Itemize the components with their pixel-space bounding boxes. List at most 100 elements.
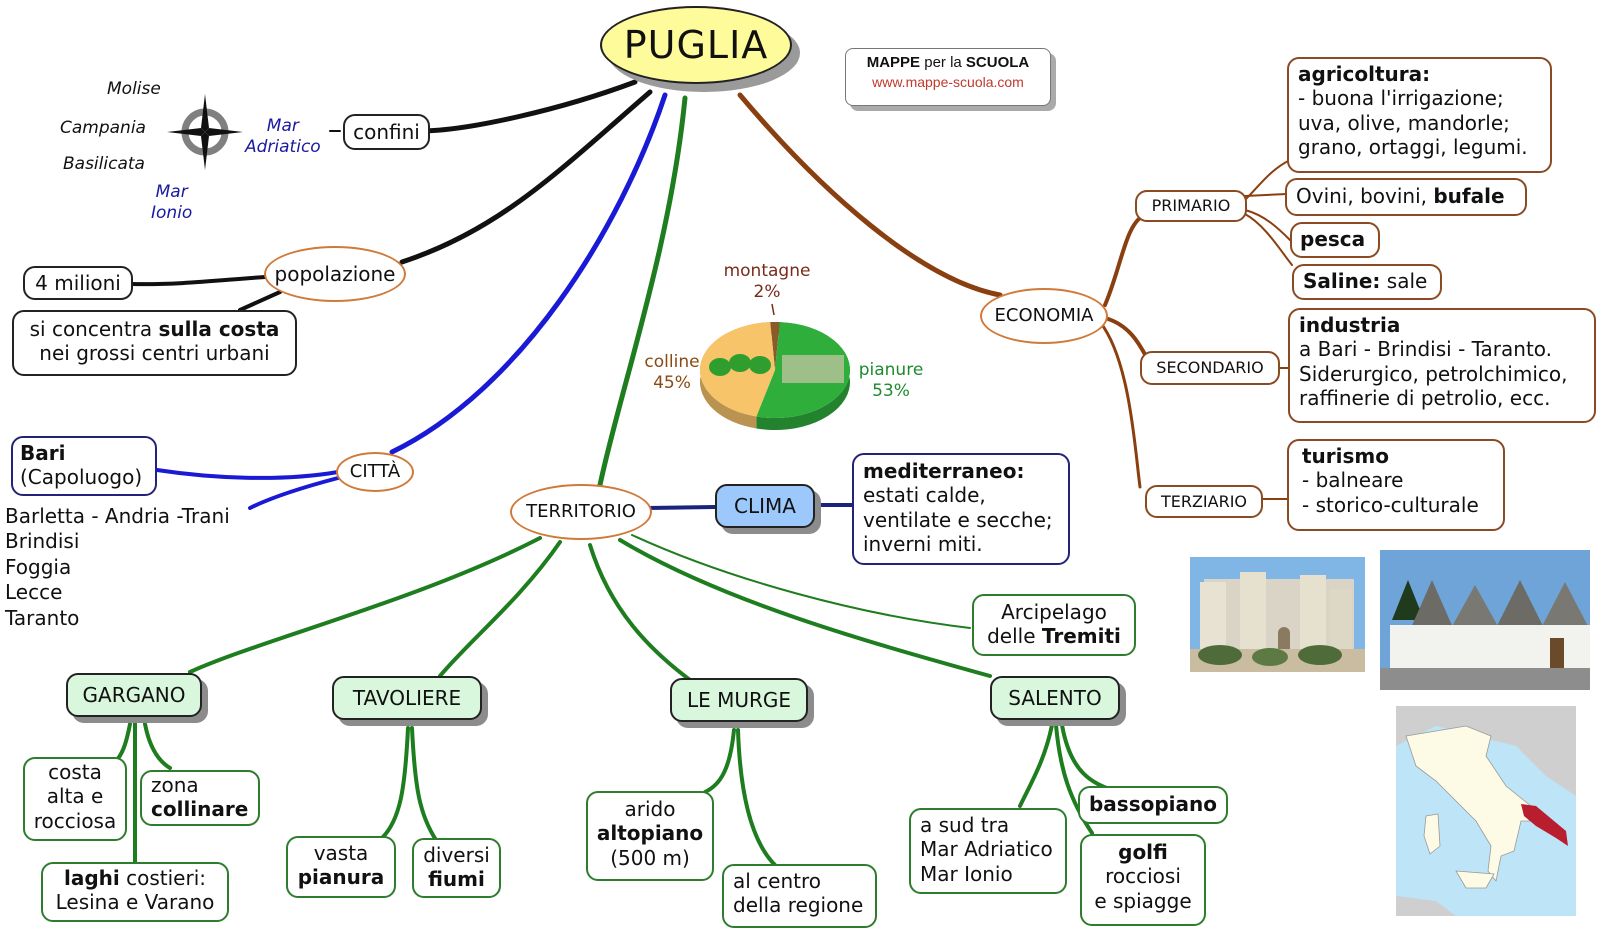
distr-bold: sulla costa: [158, 317, 280, 341]
brand-bold-1: MAPPE: [866, 54, 921, 71]
label-molise: Molise: [107, 79, 161, 99]
costa-line: costa: [48, 760, 102, 784]
golfi-line1: golfi: [1082, 840, 1204, 864]
node-salento-bassopiano[interactable]: bassopiano: [1078, 786, 1228, 824]
label-mar-ionio: Mar Ionio: [151, 182, 192, 225]
bari-note: (Capoluogo): [20, 465, 143, 490]
fiumi-bold: fiumi: [428, 867, 485, 892]
agricoltura-title: agricoltura:: [1298, 62, 1550, 86]
golfi-line3: e spiagge: [1094, 888, 1192, 913]
node-murge-arido[interactable]: arido altopiano (500 m): [586, 791, 714, 881]
node-turismo[interactable]: turismo - balneare - storico-culturale: [1287, 439, 1505, 531]
gargano-label: GARGANO: [82, 682, 186, 707]
arido-bold: altopiano: [596, 821, 704, 846]
node-primario[interactable]: PRIMARIO: [1135, 190, 1247, 222]
centro-line: della regione: [733, 893, 864, 918]
node-distribuzione[interactable]: si concentra sulla costa nei grossi cent…: [12, 310, 297, 376]
node-confini[interactable]: confini: [343, 114, 430, 150]
distr-pre: si concentra: [29, 317, 159, 341]
sud-line: a sud tra: [920, 813, 1010, 837]
tremiti-pre: delle: [987, 624, 1042, 649]
costa-line: alta e: [46, 784, 104, 809]
citta-label: CITTÀ: [349, 461, 401, 483]
tavoliere-label: TAVOLIERE: [352, 685, 462, 710]
fiumi-line2: fiumi: [414, 867, 499, 891]
costa-line: rocciosa: [33, 808, 117, 833]
distribuzione-line1: si concentra sulla costa: [14, 317, 295, 341]
node-citta[interactable]: CITTÀ: [336, 452, 414, 492]
clima-title: mediterraneo:: [863, 459, 1068, 483]
node-tavoliere[interactable]: TAVOLIERE: [332, 676, 482, 720]
node-gargano-costa[interactable]: costa alta e rocciosa: [23, 757, 127, 841]
arido-line2: altopiano: [588, 821, 712, 845]
node-clima[interactable]: CLIMA: [715, 484, 815, 528]
node-industria[interactable]: industria a Bari - Brindisi - Taranto. S…: [1288, 308, 1596, 423]
branch-popolazione: [399, 89, 653, 265]
node-salento[interactable]: SALENTO: [990, 676, 1120, 720]
tremiti-bold: Tremiti: [1041, 624, 1121, 649]
turismo-line: - storico-culturale: [1302, 492, 1479, 517]
node-clima-desc[interactable]: mediterraneo: estati calde, ventilate e …: [852, 453, 1070, 565]
node-allevamento[interactable]: Ovini, bovini, bufale: [1285, 178, 1527, 216]
node-tavoliere-vasta[interactable]: vasta pianura: [286, 836, 396, 898]
branch-economia: [737, 92, 1003, 298]
node-territorio[interactable]: TERRITORIO: [510, 484, 652, 540]
sea-east-line2: Adriatico: [245, 137, 321, 158]
brand-box[interactable]: MAPPE per la SCUOLA www.mappe-scuola.com: [845, 48, 1051, 106]
node-tremiti[interactable]: Arcipelago delle Tremiti: [972, 594, 1136, 656]
node-secondario[interactable]: SECONDARIO: [1140, 351, 1280, 385]
terziario-label: TERZIARIO: [1160, 492, 1248, 511]
node-4-milioni[interactable]: 4 milioni: [23, 266, 133, 300]
centro-line: al centro: [733, 869, 822, 893]
node-pesca[interactable]: pesca: [1290, 222, 1380, 258]
node-murge-centro[interactable]: al centro della regione: [722, 864, 877, 928]
bari-name-text: Bari: [20, 441, 66, 465]
vasta-bold: pianura: [297, 865, 385, 890]
node-salento-golfi[interactable]: golfi rocciosi e spiagge: [1080, 834, 1206, 926]
node-agricoltura[interactable]: agricoltura: - buona l'irrigazione; uva,…: [1287, 57, 1552, 173]
industria-title-text: industria: [1299, 313, 1401, 337]
node-tavoliere-fiumi[interactable]: diversi fiumi: [412, 838, 501, 898]
node-bari[interactable]: Bari (Capoluogo): [11, 436, 157, 496]
pie-value-montagne: 2%: [754, 282, 781, 302]
sea-east-line1: Mar: [266, 116, 299, 136]
industria-title: industria: [1299, 313, 1594, 337]
node-salento-sud[interactable]: a sud tra Mar Adriatico Mar Ionio: [909, 808, 1067, 894]
node-economia[interactable]: ECONOMIA: [980, 288, 1108, 344]
vasta-line2: pianura: [288, 865, 394, 889]
brand-mid: per la: [920, 54, 966, 71]
laghi-rest: costieri:: [119, 866, 206, 890]
popolazione-label: popolazione: [274, 261, 396, 286]
node-gargano-zona[interactable]: zona collinare: [140, 770, 260, 826]
brand-url[interactable]: www.mappe-scuola.com: [872, 74, 1024, 91]
node-popolazione[interactable]: popolazione: [264, 246, 406, 302]
sea-south-line1: Mar: [155, 182, 188, 202]
agricoltura-line: - buona l'irrigazione;: [1298, 86, 1504, 111]
node-gargano-laghi[interactable]: laghi costieri: Lesina e Varano: [41, 862, 229, 922]
node-terziario[interactable]: TERZIARIO: [1145, 485, 1263, 518]
node-murge[interactable]: LE MURGE: [670, 678, 808, 722]
bari-name: Bari: [20, 441, 155, 465]
pie-side-pianure: [756, 322, 850, 430]
pie-label-montagne: montagne: [724, 261, 811, 281]
node-gargano[interactable]: GARGANO: [66, 673, 202, 717]
territorio-label: TERRITORIO: [526, 501, 636, 523]
pesca-text: pesca: [1300, 227, 1366, 251]
zona-bold: collinare: [151, 797, 249, 822]
clima-line: inverni miti.: [863, 532, 983, 557]
citta-list: Barletta - Andria -Trani Brindisi Foggia…: [5, 504, 230, 631]
citta-item: Taranto: [5, 605, 80, 630]
secondario-label: SECONDARIO: [1156, 358, 1264, 377]
clima-label: CLIMA: [734, 493, 796, 518]
title-node[interactable]: PUGLIA: [600, 6, 792, 84]
confini-label: confini: [353, 120, 420, 144]
brand-bold-2: SCUOLA: [965, 54, 1030, 71]
hill-icon: [709, 358, 731, 376]
allevamento-pre: Ovini, bovini,: [1296, 184, 1434, 208]
zona-line1: zona: [151, 773, 199, 797]
node-saline[interactable]: Saline: sale: [1292, 264, 1442, 300]
tremiti-line2: delle Tremiti: [974, 624, 1134, 648]
industria-line: Siderurgico, petrolchimico,: [1299, 361, 1568, 386]
saline-rest: sale: [1380, 269, 1428, 293]
sea-south-line2: Ionio: [151, 203, 193, 224]
